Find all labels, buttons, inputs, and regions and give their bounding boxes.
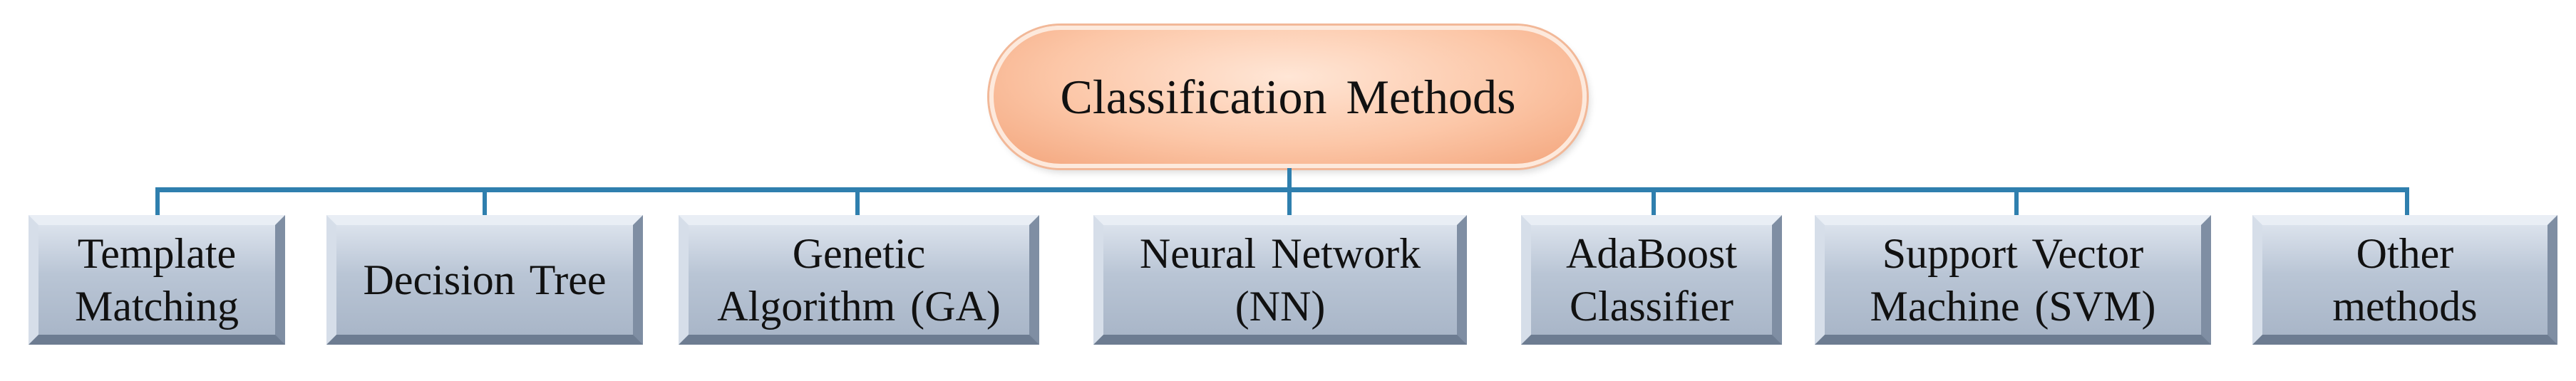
root-node: Classification Methods [989,26,1587,168]
drop-line-genetic-algorithm [855,187,860,216]
root-label: Classification Methods [1060,69,1516,124]
method-label: Genetic Algorithm (GA) [717,230,1001,330]
method-label: Template Matching [75,230,239,330]
drop-line-template-matching [155,187,160,216]
horizontal-bus [155,187,2409,192]
drop-line-neural-network [1287,187,1292,216]
method-label: AdaBoost Classifier [1566,230,1737,330]
drop-line-adaboost [1652,187,1656,216]
method-box-svm: Support Vector Machine (SVM) [1815,215,2211,345]
drop-line-other-methods [2405,187,2409,216]
method-label: Other methods [2332,230,2478,330]
drop-line-decision-tree [483,187,487,216]
method-label: Neural Network (NN) [1139,230,1421,330]
root-stem [1287,168,1292,189]
drop-line-svm [2014,187,2019,216]
method-box-decision-tree: Decision Tree [326,215,643,345]
method-box-other-methods: Other methods [2252,215,2557,345]
method-label: Decision Tree [363,256,607,303]
method-box-genetic-algorithm: Genetic Algorithm (GA) [679,215,1039,345]
method-label: Support Vector Machine (SVM) [1870,230,2156,330]
method-box-template-matching: Template Matching [29,215,285,345]
method-box-adaboost: AdaBoost Classifier [1521,215,1782,345]
method-box-neural-network: Neural Network (NN) [1093,215,1467,345]
